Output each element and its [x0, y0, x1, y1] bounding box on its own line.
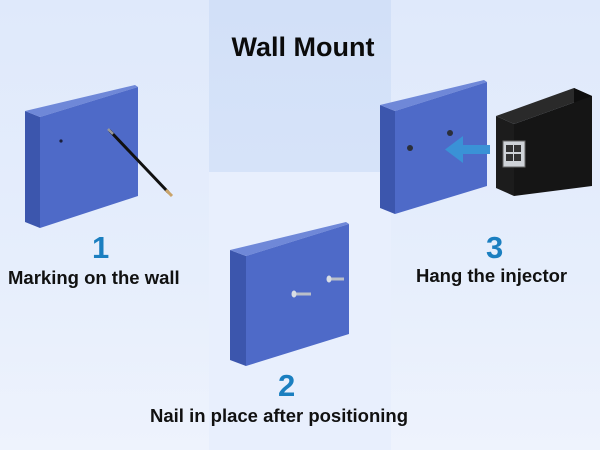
step-1-caption: Marking on the wall: [8, 267, 180, 288]
step-3-caption: Hang the injector: [416, 265, 568, 286]
step-3-number: 3: [486, 230, 504, 265]
injector-device-icon: [496, 88, 592, 196]
step-2-number: 2: [278, 368, 296, 403]
screw-icon: [326, 275, 344, 283]
step-1-number: 1: [92, 230, 110, 265]
page-title: Wall Mount: [231, 32, 375, 62]
wall-plate-1: [25, 85, 138, 228]
pencil-icon: [107, 128, 174, 198]
marking-dot-icon: [59, 139, 63, 143]
screw-head-icon: [447, 130, 453, 136]
screw-icon: [291, 290, 311, 298]
arrow-left-icon: [445, 136, 490, 163]
step-2-caption: Nail in place after positioning: [150, 405, 409, 426]
screw-head-icon: [407, 145, 413, 151]
wall-plate-3: [380, 80, 487, 214]
